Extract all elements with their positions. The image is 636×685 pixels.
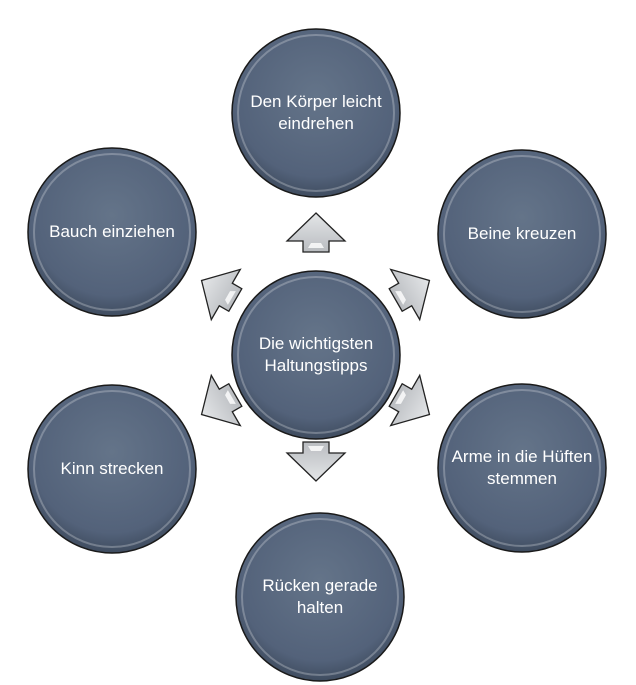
node-circle-6-highlight [33,153,191,311]
node-label-1: Den Körper leicht eindrehen [250,92,382,133]
node-circle-3-highlight [443,389,601,547]
arrow-icon-6 [200,268,243,322]
node-circle-5 [27,384,197,554]
center-circle [231,270,401,440]
node-circle-2 [437,149,607,319]
node-circle-1-highlight [237,34,395,192]
arrow-icon-5 [200,373,243,427]
node-label-2: Beine kreuzen [467,224,577,243]
node-circle-4 [235,512,405,682]
arrow-icon-2 [388,268,431,322]
arrow-icon-4 [285,441,347,482]
node-label-6: Bauch einziehen [49,222,175,241]
node-circle-3 [437,383,607,553]
arrow-icon-1 [285,212,347,253]
node-label-4: Rücken gerade halten [262,576,378,617]
node-circle-6 [27,147,197,317]
node-circle-5-highlight [33,390,191,548]
node-label-5: Kinn strecken [60,459,164,478]
node-circle-4-highlight [241,518,399,676]
arrow-icon-3 [388,373,431,427]
center-circle-highlight [237,276,395,434]
node-circle-2-highlight [443,155,601,313]
center-label: Die wichtigsten Haltungstipps [258,334,374,375]
node-label-3: Arme in die Hüften stemmen [451,447,593,488]
node-circle-1 [231,28,401,198]
